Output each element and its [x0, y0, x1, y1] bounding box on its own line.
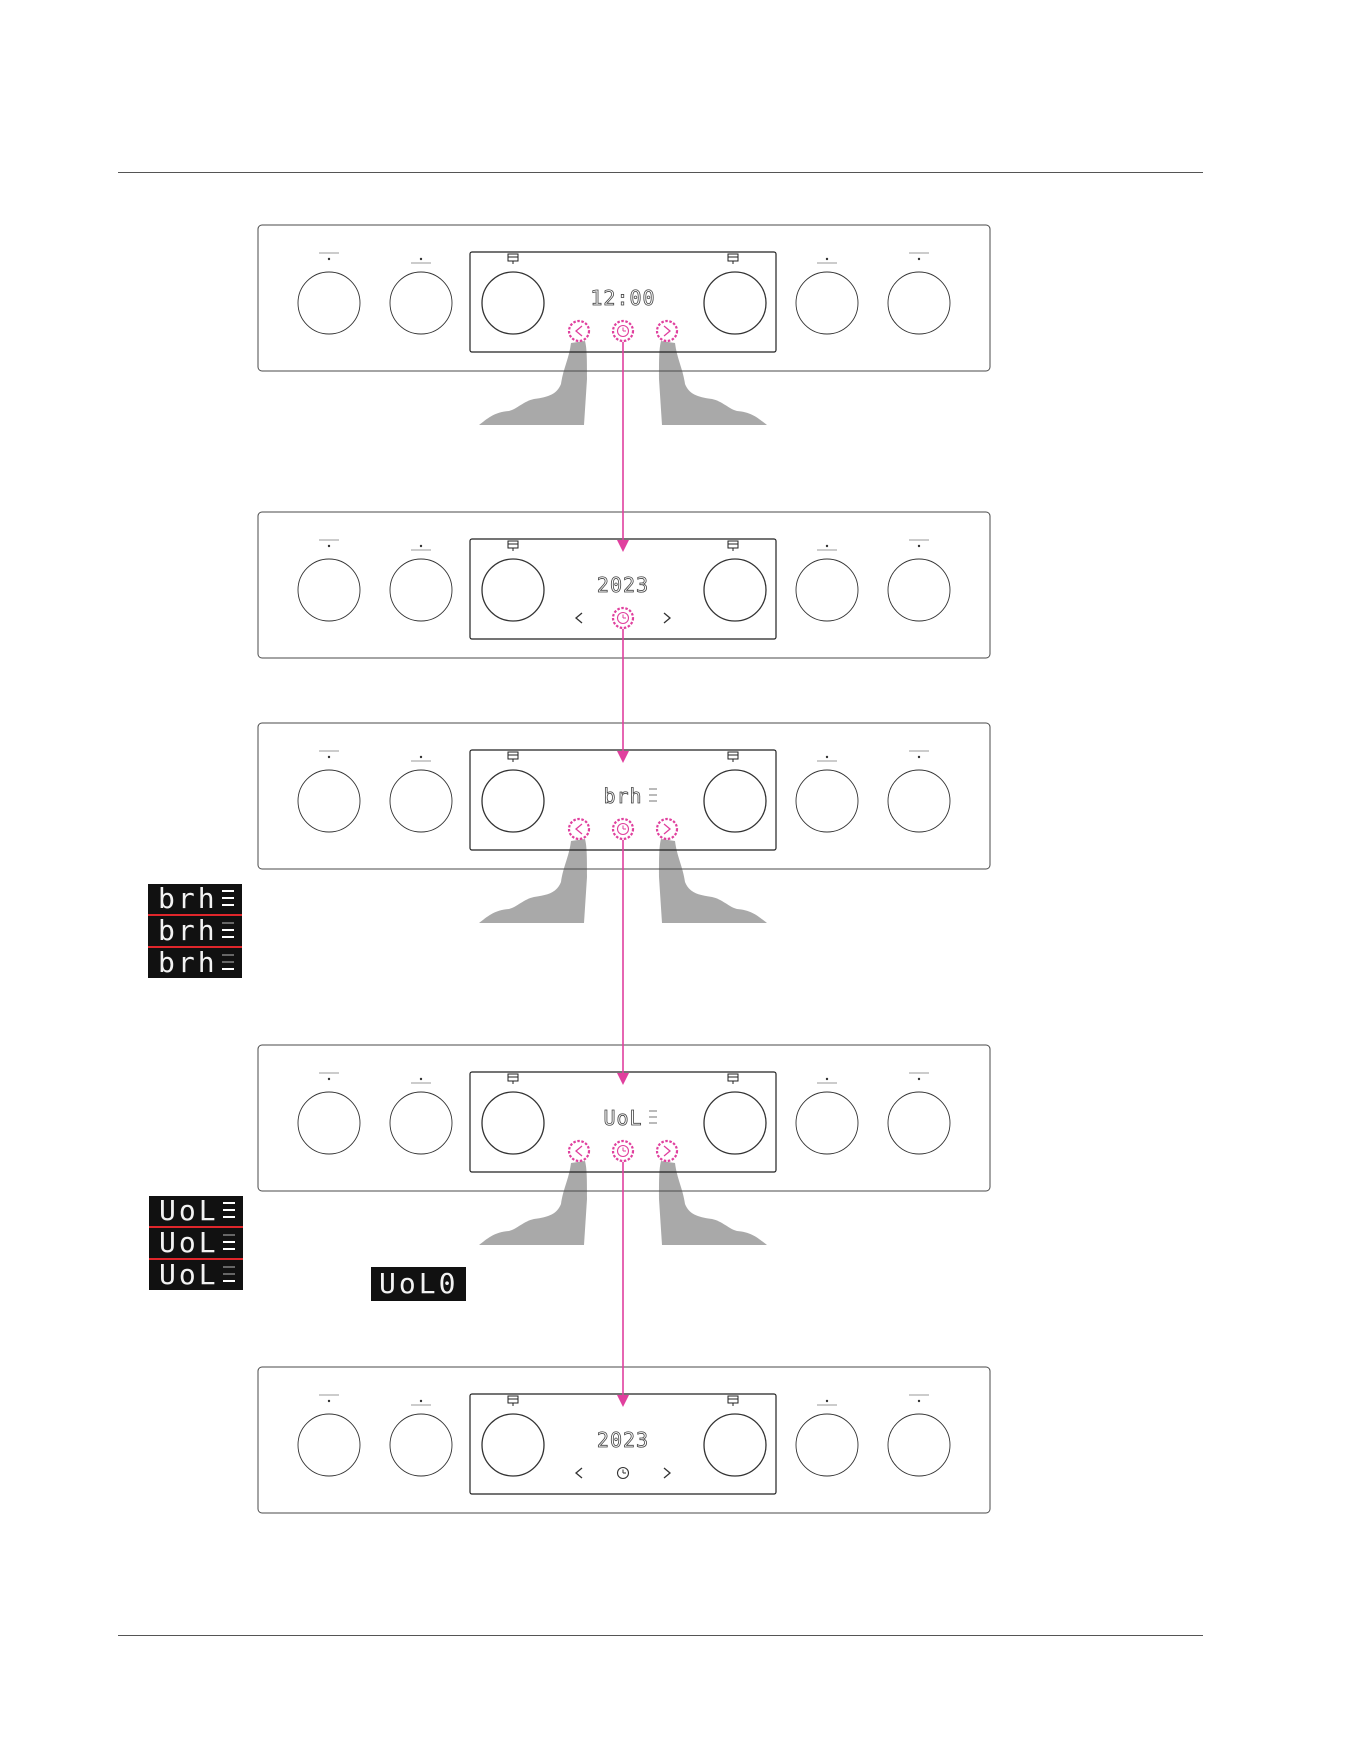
flow-arrow	[617, 1162, 629, 1407]
control-knob[interactable]	[888, 1414, 950, 1476]
knob-indicator-dot	[420, 1400, 422, 1402]
control-knob[interactable]	[298, 559, 360, 621]
volume-off-display: UoL0	[371, 1267, 466, 1301]
left-button-highlight[interactable]	[569, 819, 589, 839]
knob-indicator-dot	[826, 1078, 828, 1080]
knob-indicator-dot	[420, 258, 422, 260]
control-knob[interactable]	[704, 272, 766, 334]
hand-icon	[479, 839, 587, 923]
knob-indicator-dot	[826, 545, 828, 547]
knob-indicator-dot	[328, 1078, 330, 1080]
hand-icon	[659, 1161, 767, 1245]
arrow-right-icon	[664, 326, 670, 336]
arrow-head-icon	[617, 1395, 629, 1407]
hand-icon	[659, 839, 767, 923]
control-knob[interactable]	[888, 272, 950, 334]
right-button-highlight[interactable]	[657, 321, 677, 341]
control-knob[interactable]	[796, 770, 858, 832]
arrow-left-icon	[576, 1146, 582, 1156]
arrow-left-icon	[576, 326, 582, 336]
control-knob[interactable]	[390, 1414, 452, 1476]
control-knob[interactable]	[796, 1414, 858, 1476]
hand-icon	[659, 341, 767, 425]
hand-icon	[479, 341, 587, 425]
brightness-level-2: brh	[148, 914, 242, 946]
volume-level-inset: UoL UoL UoL	[149, 1196, 243, 1290]
knob-indicator-dot	[918, 1078, 920, 1080]
control-knob[interactable]	[888, 1092, 950, 1154]
knob-indicator-dot	[918, 756, 920, 758]
knob-indicator-dot	[420, 545, 422, 547]
arrow-right-icon	[664, 1468, 670, 1478]
control-knob[interactable]	[298, 1414, 360, 1476]
arrow-right-icon	[664, 824, 670, 834]
left-button-highlight[interactable]	[569, 321, 589, 341]
flow-arrow	[617, 342, 629, 552]
arrow-right-icon	[664, 1146, 670, 1156]
control-knob[interactable]	[482, 559, 544, 621]
arrow-right-icon	[664, 613, 670, 623]
control-knob[interactable]	[704, 1092, 766, 1154]
brightness-level-inset: brh brh brh	[148, 884, 242, 978]
arrow-left-icon	[576, 613, 582, 623]
knob-indicator-dot	[420, 756, 422, 758]
display-readout: brh	[603, 784, 642, 808]
brightness-level-1: brh	[148, 946, 242, 978]
control-knob[interactable]	[482, 770, 544, 832]
brightness-level-3: brh	[148, 884, 242, 914]
volume-level-2: UoL	[149, 1226, 243, 1258]
control-knob[interactable]	[390, 1092, 452, 1154]
arrow-left-icon	[576, 824, 582, 834]
arrow-head-icon	[617, 540, 629, 552]
knob-indicator-dot	[328, 258, 330, 260]
hand-icon	[479, 1161, 587, 1245]
arrow-head-icon	[617, 751, 629, 763]
control-knob[interactable]	[888, 770, 950, 832]
knob-indicator-dot	[826, 1400, 828, 1402]
knob-indicator-dot	[826, 258, 828, 260]
knob-indicator-dot	[328, 1400, 330, 1402]
control-knob[interactable]	[390, 559, 452, 621]
control-knob[interactable]	[298, 770, 360, 832]
display-readout: 2023	[597, 1428, 649, 1452]
control-knob[interactable]	[298, 272, 360, 334]
oven-control-panel: 2023	[258, 512, 990, 658]
knob-indicator-dot	[420, 1078, 422, 1080]
control-knob[interactable]	[482, 272, 544, 334]
control-knob[interactable]	[482, 1414, 544, 1476]
arrow-left-icon	[576, 1468, 582, 1478]
display-readout: UoL	[603, 1106, 642, 1130]
left-button-highlight[interactable]	[569, 1141, 589, 1161]
control-knob[interactable]	[298, 1092, 360, 1154]
control-knob[interactable]	[704, 770, 766, 832]
knob-indicator-dot	[918, 545, 920, 547]
volume-level-3: UoL	[149, 1196, 243, 1226]
knob-indicator-dot	[328, 756, 330, 758]
volume-level-1: UoL	[149, 1258, 243, 1290]
display-readout: 2023	[597, 573, 649, 597]
control-knob[interactable]	[796, 1092, 858, 1154]
control-knob[interactable]	[796, 559, 858, 621]
control-knob[interactable]	[482, 1092, 544, 1154]
oven-control-panel: 2023	[258, 1367, 990, 1513]
oven-control-panel: 12:00	[258, 225, 990, 425]
display-readout: 12:00	[590, 286, 655, 310]
arrow-head-icon	[617, 1073, 629, 1085]
control-knob[interactable]	[888, 559, 950, 621]
knob-indicator-dot	[328, 545, 330, 547]
knob-indicator-dot	[918, 258, 920, 260]
control-knob[interactable]	[704, 559, 766, 621]
control-knob[interactable]	[390, 272, 452, 334]
knob-indicator-dot	[826, 756, 828, 758]
control-knob[interactable]	[704, 1414, 766, 1476]
flow-arrow	[617, 629, 629, 763]
right-button-highlight[interactable]	[657, 1141, 677, 1161]
control-knob[interactable]	[390, 770, 452, 832]
knob-indicator-dot	[918, 1400, 920, 1402]
control-knob[interactable]	[796, 272, 858, 334]
flow-arrow	[617, 840, 629, 1085]
right-button-highlight[interactable]	[657, 819, 677, 839]
